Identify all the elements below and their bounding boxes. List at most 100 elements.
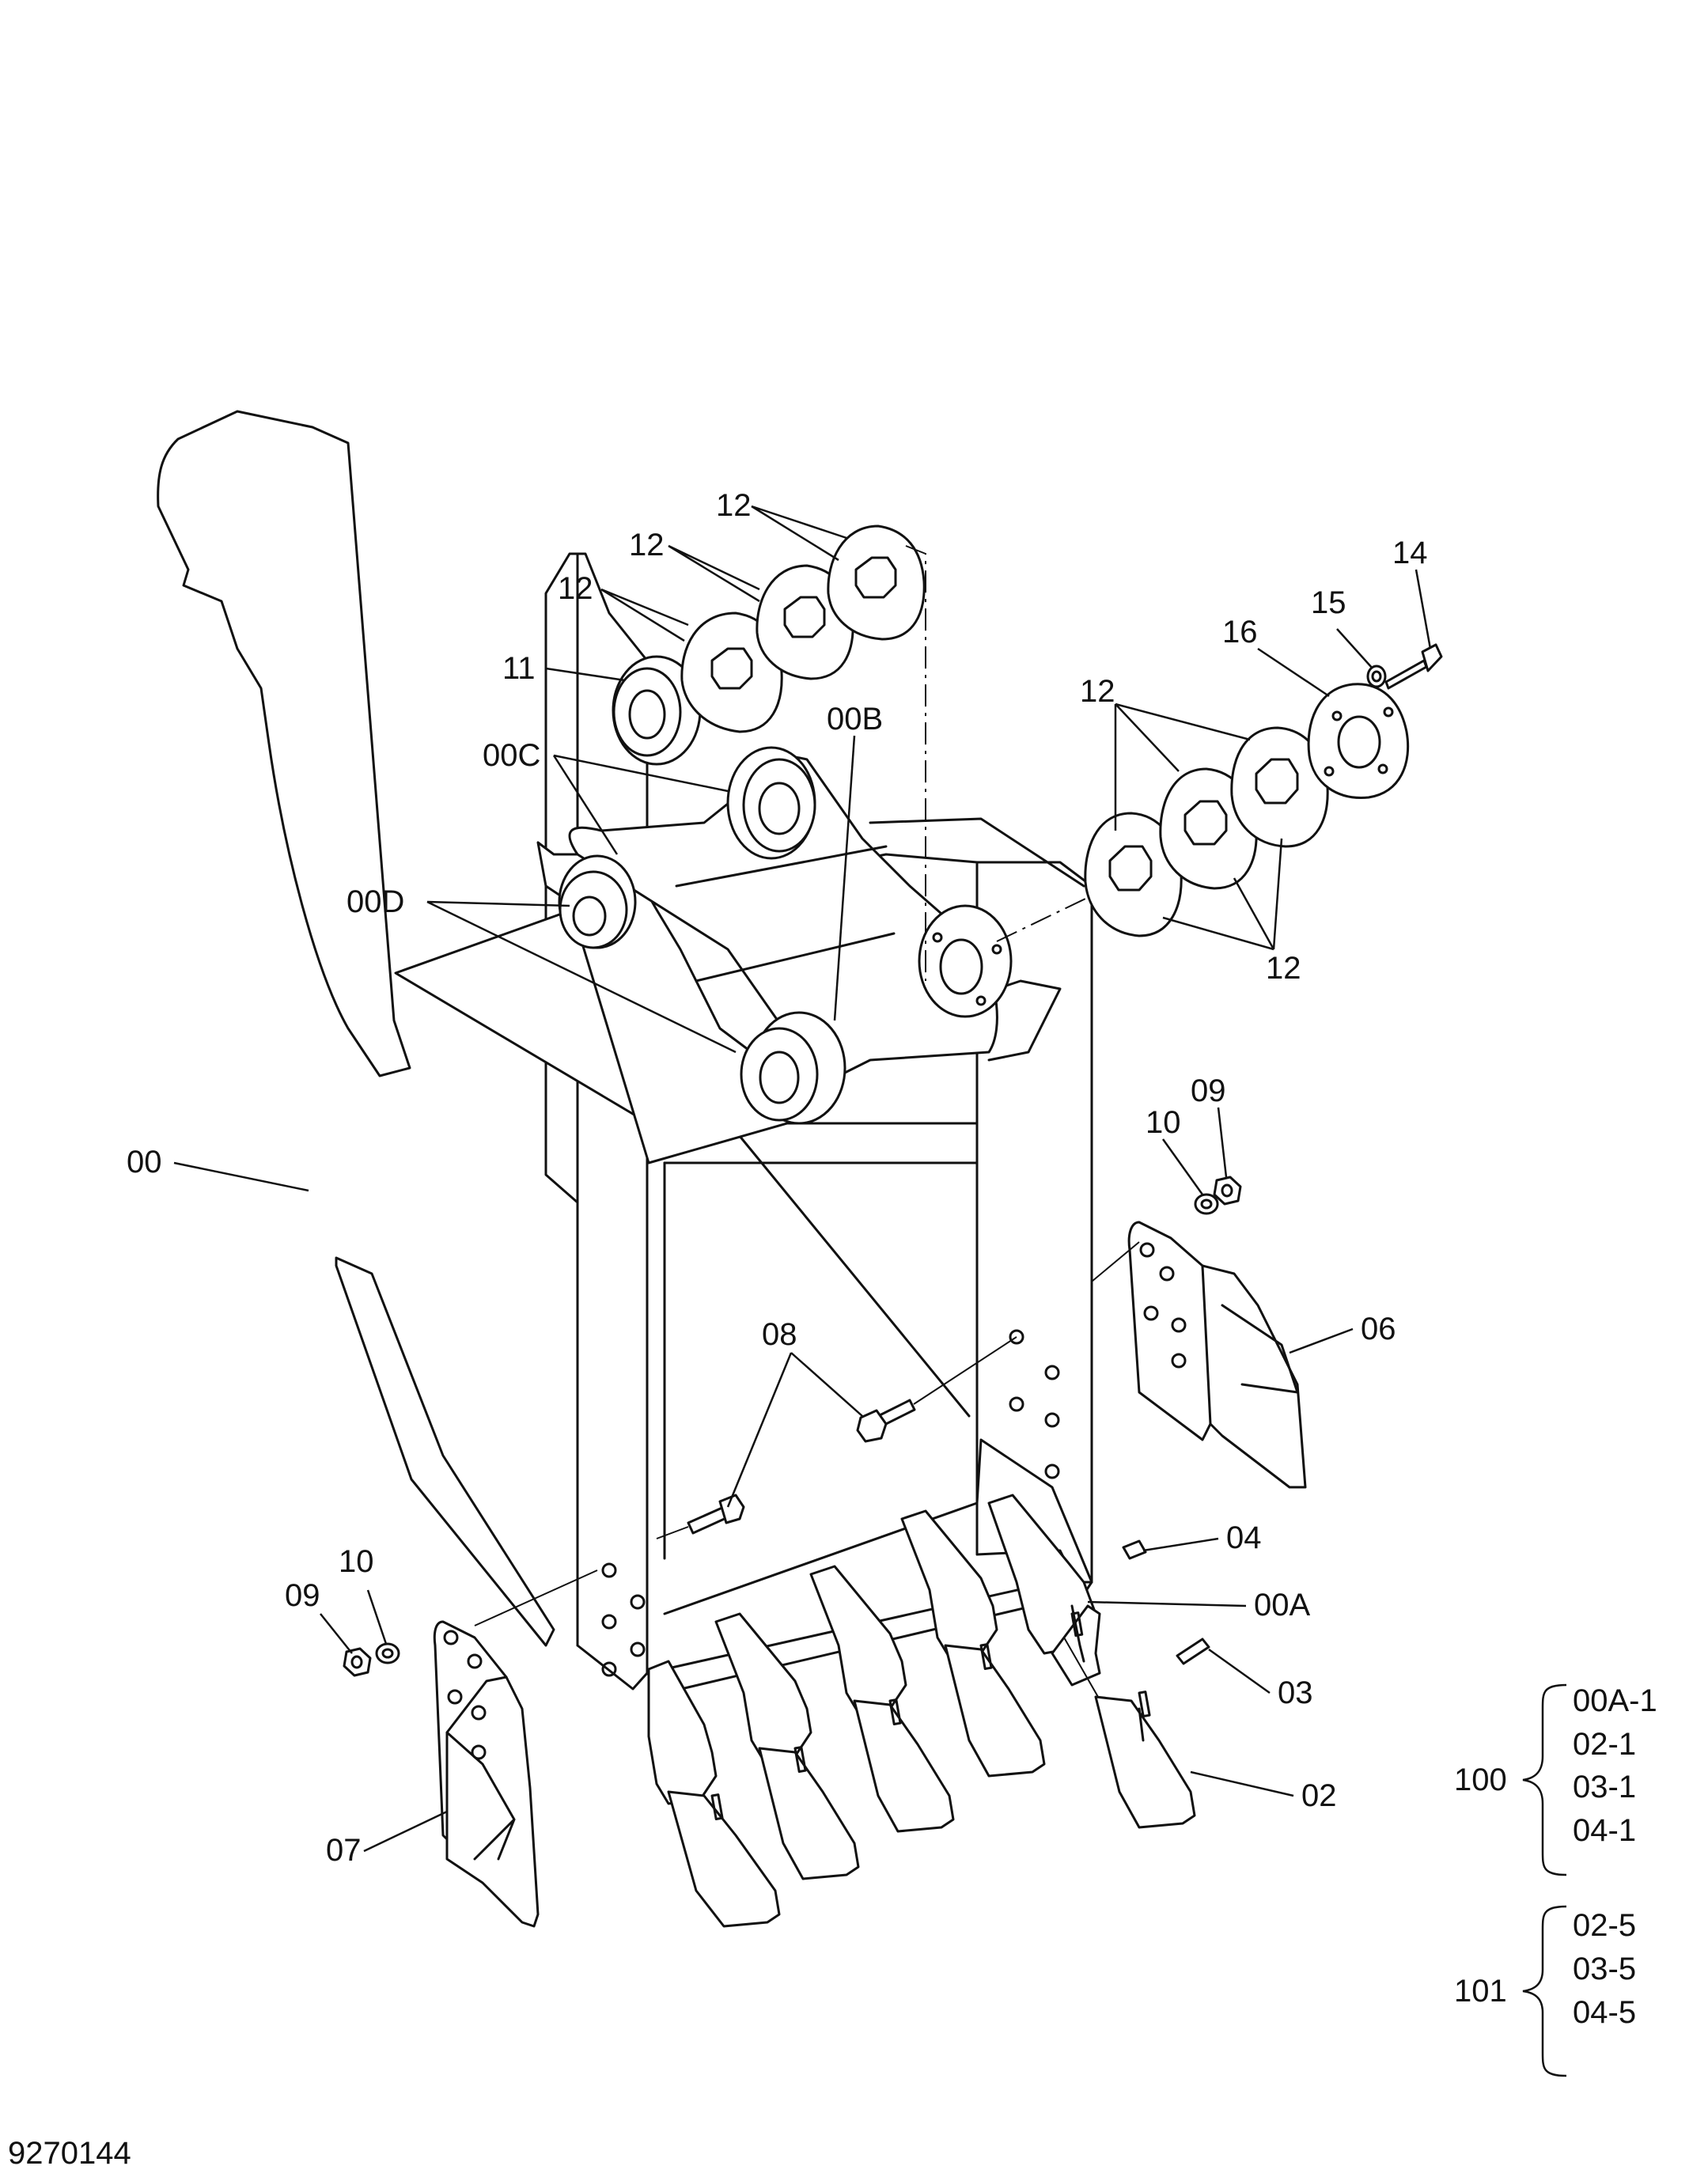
- washer-10-right-hole: [1200, 1198, 1213, 1210]
- callout-12: 12: [1080, 674, 1115, 709]
- callout-14: 14: [1392, 536, 1428, 570]
- callout-04: 04: [1226, 1520, 1262, 1555]
- back-slot: [335, 1256, 555, 1647]
- callout-00a: 00A: [1254, 1588, 1310, 1622]
- side-cutter-hole: [467, 1653, 483, 1669]
- callout-02: 02: [1301, 1778, 1337, 1813]
- callout-09: 09: [285, 1578, 320, 1613]
- tooth-assembly-line: [1063, 1637, 1099, 1698]
- callout-09: 09: [1191, 1073, 1226, 1108]
- kit-item: 03-1: [1573, 1770, 1636, 1804]
- bucket-teeth: [647, 1494, 1210, 1928]
- adapter-tooth: [647, 1660, 781, 1928]
- boss-right-bolt-hole: [975, 995, 987, 1006]
- front-lip: [663, 1438, 1093, 1615]
- side-cutter-hole: [1171, 1317, 1187, 1333]
- bolt-14-head: [1421, 643, 1443, 672]
- side-cutter-07-blade: [445, 1676, 540, 1928]
- callout-08: 08: [762, 1317, 797, 1352]
- side-plate-hole: [601, 1661, 617, 1677]
- pin-03: [1176, 1638, 1210, 1665]
- side-cutter-hole: [1139, 1242, 1155, 1258]
- boss-00c-upper-bore: [758, 782, 801, 835]
- bracket-top-rail: [869, 817, 1085, 888]
- washer-10-left: [375, 1642, 400, 1664]
- adapter-tooth: [900, 1509, 1046, 1778]
- callout-00b: 00B: [827, 702, 883, 736]
- kit-item: 04-5: [1573, 1995, 1636, 2030]
- nut-09-left: [343, 1647, 372, 1677]
- side-plate-hole: [630, 1594, 646, 1610]
- side-cutter-hole: [1171, 1353, 1187, 1369]
- nut-09-right-hole: [1221, 1183, 1233, 1198]
- shims-right-stack: [996, 643, 1443, 942]
- side-cutter-hole: [471, 1744, 487, 1760]
- callout-00: 00: [127, 1145, 162, 1179]
- side-plate-hole: [1044, 1412, 1060, 1428]
- side-cutter-hole: [1159, 1266, 1175, 1282]
- kit-100: 100 00A-1 02-1 03-1 04-1: [1454, 1683, 1657, 1876]
- kit-number: 101: [1454, 1974, 1507, 2009]
- callout-12: 12: [716, 488, 752, 523]
- side-plate-hole: [1044, 1463, 1060, 1479]
- bucket-back-shell: [157, 410, 411, 1077]
- side-cutter-06-ridge: [1221, 1304, 1299, 1394]
- side-cutter-hole: [447, 1689, 463, 1705]
- adapter-tooth: [714, 1612, 860, 1880]
- side-cutter-06-link: [1091, 1241, 1140, 1282]
- bolt-14: [1384, 659, 1428, 690]
- kit-item: 02-5: [1573, 1908, 1636, 1943]
- side-cutter-07-link: [474, 1569, 598, 1626]
- boss-right-bore: [939, 938, 983, 995]
- washer-15-hole: [1371, 670, 1382, 683]
- side-cutter-07: [343, 1569, 598, 1928]
- callout-12: 12: [629, 528, 665, 562]
- adapter-00a: [987, 1494, 1101, 1687]
- callout-07: 07: [326, 1833, 362, 1868]
- shims-left-stack: [612, 524, 926, 981]
- drawing-number: 9270144: [8, 2136, 131, 2171]
- callout-10: 10: [1146, 1105, 1181, 1140]
- bolt-08-upper-line: [913, 1336, 1017, 1405]
- boss-00d-upper-bore: [572, 895, 607, 937]
- callout-00c: 00C: [483, 738, 540, 773]
- plate-16-bore: [1337, 715, 1381, 769]
- side-cutter-07-ridge: [445, 1731, 516, 1861]
- boss-lower-bore: [759, 1051, 800, 1104]
- leader-lines: [173, 505, 1432, 1853]
- shim-12-a: [680, 612, 783, 733]
- side-plate-hole: [630, 1641, 646, 1657]
- seal-ring-11-bore: [628, 689, 666, 740]
- side-cutter-hole: [471, 1705, 487, 1721]
- plate-16-hole: [1324, 766, 1335, 777]
- plate-16-hole: [1383, 706, 1394, 718]
- side-plate-hole: [1009, 1329, 1024, 1345]
- lock-04: [1122, 1539, 1147, 1560]
- shim-axis-line: [905, 545, 926, 981]
- nut-09-right: [1213, 1176, 1242, 1206]
- bolt-08-lower-line: [656, 1526, 689, 1539]
- callout-10: 10: [339, 1544, 374, 1579]
- washer-10-right: [1194, 1193, 1219, 1215]
- kit-number: 100: [1454, 1763, 1507, 1797]
- bracket-low-rail: [695, 932, 896, 983]
- callout-03: 03: [1278, 1676, 1313, 1710]
- callout-00d: 00D: [347, 884, 404, 919]
- callout-12: 12: [1266, 951, 1301, 986]
- callout-15: 15: [1311, 585, 1346, 620]
- washer-10-left-hole: [381, 1648, 394, 1659]
- callout-labels: 12 12 12 11 00C 00B 00D 12 12 16 15 14 0…: [127, 488, 1428, 1868]
- boss-right-bolt-hole: [991, 944, 1002, 955]
- shim-12-c: [827, 524, 926, 641]
- pin-bosses: [558, 746, 1013, 1125]
- callout-16: 16: [1222, 615, 1258, 649]
- callout-06: 06: [1361, 1312, 1396, 1346]
- side-plate-hole: [601, 1562, 617, 1578]
- side-plate-hole: [601, 1614, 617, 1630]
- bracket-plate-upper: [568, 755, 998, 1077]
- kit-item: 03-5: [1573, 1952, 1636, 1986]
- tooth-point-02: [1094, 1691, 1196, 1829]
- side-cutter-hole: [443, 1630, 459, 1645]
- boss-right-bolt-hole: [932, 932, 943, 943]
